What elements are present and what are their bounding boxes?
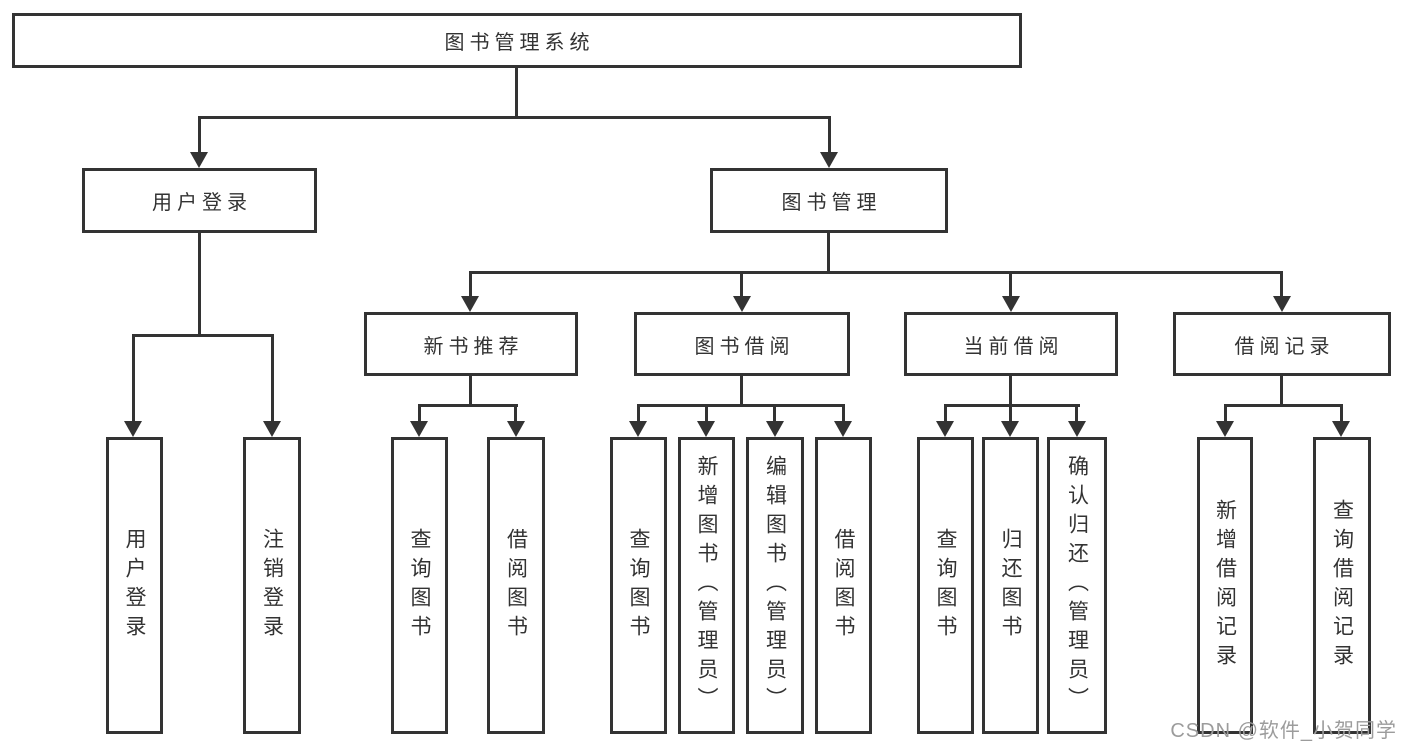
- node-new-book-recommend: 新书推荐: [364, 312, 578, 376]
- node-book-management-label: 图书管理: [781, 192, 882, 214]
- leaf-query-borrow-record: 查询借阅记录: [1313, 437, 1371, 734]
- leaf-logout-label: 注销登录: [260, 527, 284, 644]
- leaf-confirm-return-admin: 确认归还（管理员）: [1047, 437, 1107, 734]
- node-new-book-recommend-label: 新书推荐: [423, 335, 524, 358]
- leaf-return-books-label: 归还图书: [999, 527, 1022, 644]
- connector-user-login-stem: [198, 233, 201, 337]
- connector-root-to-book-management: [828, 116, 831, 154]
- leaf-edit-books-admin-label: 编辑图书（管理员）: [763, 455, 787, 716]
- leaf-edit-books-admin: 编辑图书（管理员）: [746, 437, 804, 734]
- leaf-confirm-return-admin-label: 确认归还（管理员）: [1065, 455, 1089, 716]
- arrowhead-current-borrowing: [1002, 296, 1020, 312]
- connector-to-leaf-user-login: [132, 334, 135, 423]
- node-current-borrowing: 当前借阅: [904, 312, 1118, 376]
- node-book-borrowing: 图书借阅: [634, 312, 850, 376]
- node-user-login-label: 用户登录: [152, 192, 252, 214]
- leaf-add-borrow-record: 新增借阅记录: [1197, 437, 1253, 734]
- arrowhead-return-books: [1001, 421, 1019, 437]
- leaf-add-books-admin: 新增图书（管理员）: [678, 437, 735, 734]
- leaf-current-query-books-label: 查询图书: [934, 527, 957, 644]
- connector-root-stem: [515, 67, 518, 118]
- connector-current-stem: [1009, 376, 1012, 407]
- arrowhead-confirm-return: [1068, 421, 1086, 437]
- node-current-borrowing-label: 当前借阅: [963, 335, 1064, 358]
- csdn-watermark: CSDN @软件_小贺同学: [1170, 720, 1397, 742]
- connector-book-management-stem: [827, 233, 830, 274]
- connector-to-current-borrowing: [1009, 271, 1012, 298]
- leaf-query-borrow-record-label: 查询借阅记录: [1330, 498, 1354, 673]
- connector-to-recommend-query: [418, 404, 421, 423]
- connector-to-leaf-logout: [271, 334, 274, 423]
- node-library-system: 图书管理系统: [12, 13, 1022, 68]
- arrowhead-current-query: [936, 421, 954, 437]
- connector-book-management-rail: [469, 271, 1283, 274]
- node-library-system-label: 图书管理系统: [444, 32, 595, 54]
- connector-to-borrowing-records: [1280, 271, 1283, 298]
- connector-root-rail: [198, 116, 831, 119]
- leaf-add-borrow-record-label: 新增借阅记录: [1213, 498, 1237, 673]
- arrowhead-leaf-user-login: [124, 421, 142, 437]
- connector-to-borrowing-borrow: [842, 404, 845, 423]
- leaf-logout: 注销登录: [243, 437, 301, 734]
- leaf-add-books-admin-label: 新增图书（管理员）: [695, 455, 718, 716]
- leaf-borrowing-borrow-books: 借阅图书: [815, 437, 872, 734]
- node-user-login: 用户登录: [82, 168, 317, 233]
- connector-current-rail: [944, 404, 1080, 407]
- connector-to-current-query: [944, 404, 947, 423]
- arrowhead-leaf-logout: [263, 421, 281, 437]
- node-borrowing-records-label: 借阅记录: [1234, 335, 1335, 358]
- connector-to-borrowing-query: [637, 404, 640, 423]
- connector-recommend-rail: [418, 404, 518, 407]
- leaf-borrowing-borrow-books-label: 借阅图书: [832, 527, 855, 644]
- connector-to-add-record: [1224, 404, 1227, 423]
- leaf-return-books: 归还图书: [982, 437, 1039, 734]
- connector-root-to-user-login: [198, 116, 201, 154]
- leaf-borrowing-query-books-label: 查询图书: [627, 527, 650, 644]
- arrowhead-borrowing-query: [629, 421, 647, 437]
- arrowhead-query-record: [1332, 421, 1350, 437]
- connector-to-new-book-recommend: [469, 271, 472, 298]
- connector-borrowing-rail: [637, 404, 845, 407]
- connector-records-stem: [1280, 376, 1283, 407]
- arrowhead-user-login: [190, 152, 208, 168]
- arrowhead-borrowing-records: [1273, 296, 1291, 312]
- node-book-management: 图书管理: [710, 168, 948, 233]
- arrowhead-book-management: [820, 152, 838, 168]
- connector-to-add-books: [705, 404, 708, 423]
- connector-to-book-borrowing: [740, 271, 743, 298]
- arrowhead-book-borrowing: [733, 296, 751, 312]
- connector-to-return-books: [1009, 404, 1012, 423]
- connector-user-login-rail: [132, 334, 274, 337]
- leaf-user-login-label: 用户登录: [123, 527, 146, 644]
- leaf-user-login: 用户登录: [106, 437, 163, 734]
- node-book-borrowing-label: 图书借阅: [694, 335, 795, 358]
- leaf-recommend-borrow-books: 借阅图书: [487, 437, 545, 734]
- node-borrowing-records: 借阅记录: [1173, 312, 1391, 376]
- leaf-recommend-query-books-label: 查询图书: [408, 527, 431, 644]
- arrowhead-add-books: [697, 421, 715, 437]
- arrowhead-borrowing-borrow: [834, 421, 852, 437]
- connector-records-rail: [1224, 404, 1343, 407]
- connector-to-query-record: [1340, 404, 1343, 423]
- arrowhead-edit-books: [766, 421, 784, 437]
- arrowhead-recommend-borrow: [507, 421, 525, 437]
- arrowhead-recommend-query: [410, 421, 428, 437]
- connector-to-edit-books: [773, 404, 776, 423]
- connector-borrowing-stem: [740, 376, 743, 407]
- leaf-recommend-query-books: 查询图书: [391, 437, 448, 734]
- connector-recommend-stem: [469, 376, 472, 407]
- leaf-borrowing-query-books: 查询图书: [610, 437, 667, 734]
- arrowhead-new-book-recommend: [461, 296, 479, 312]
- leaf-current-query-books: 查询图书: [917, 437, 974, 734]
- arrowhead-add-record: [1216, 421, 1234, 437]
- connector-to-recommend-borrow: [514, 404, 517, 423]
- leaf-recommend-borrow-books-label: 借阅图书: [504, 527, 528, 644]
- connector-to-confirm-return: [1075, 404, 1078, 423]
